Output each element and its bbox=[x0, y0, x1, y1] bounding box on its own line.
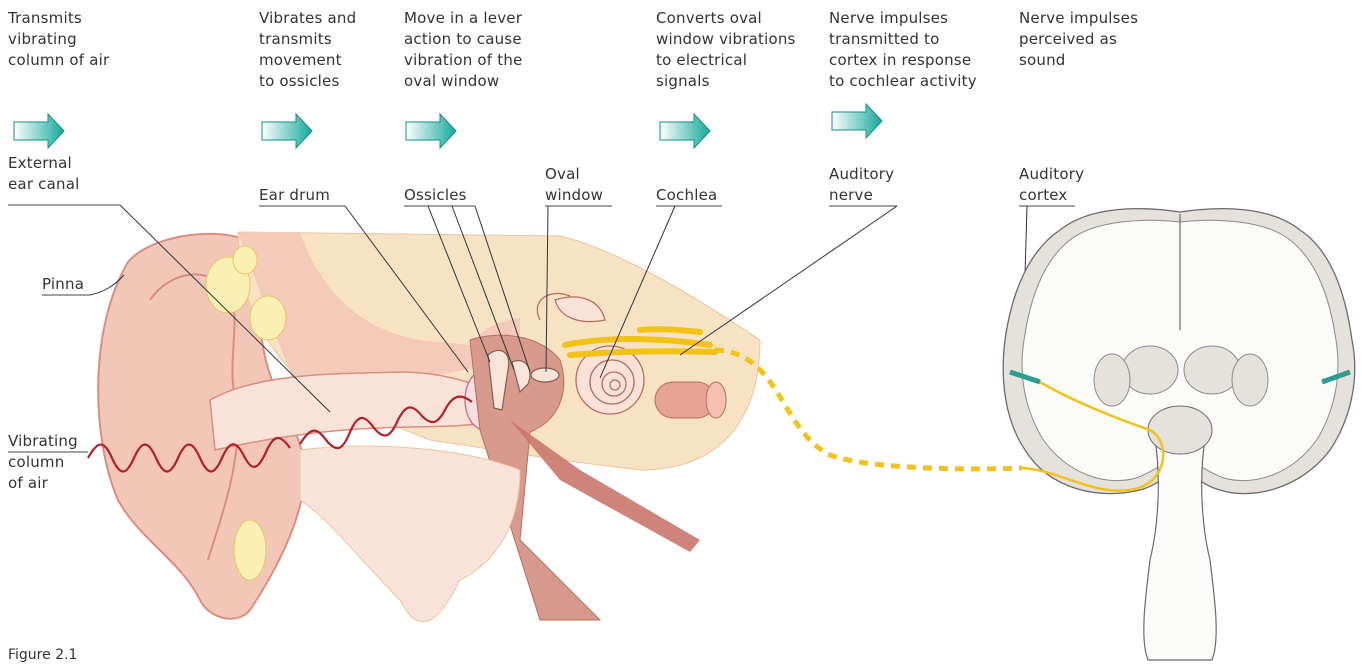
flow-arrows bbox=[14, 104, 882, 148]
ear-illustration bbox=[88, 232, 760, 622]
flow-arrow-icon bbox=[660, 114, 710, 148]
flow-arrow-icon bbox=[832, 104, 882, 138]
flow-arrow-icon bbox=[262, 114, 312, 148]
flow-arrow-icon bbox=[14, 114, 64, 148]
nerve-pathway-dotted bbox=[715, 350, 1022, 469]
flow-arrow-icon bbox=[406, 114, 456, 148]
brain-section bbox=[1003, 209, 1355, 660]
